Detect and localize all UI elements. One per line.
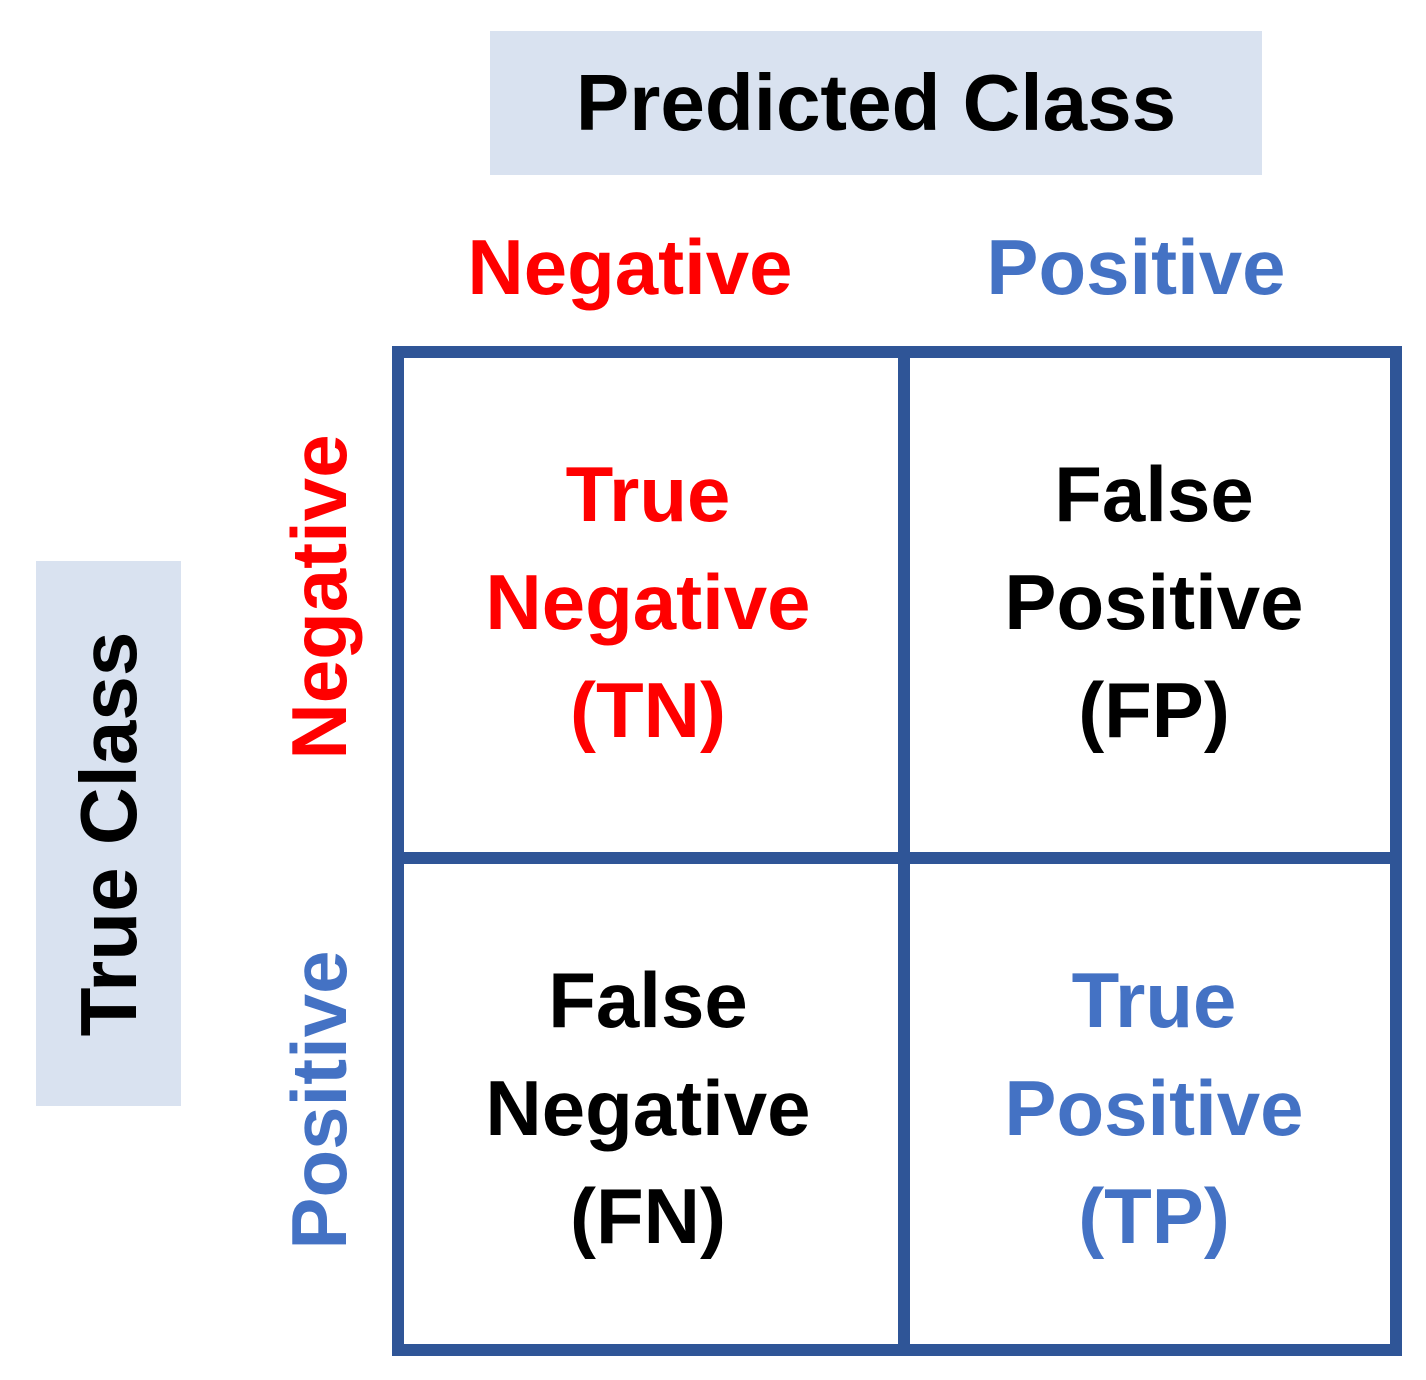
cell-false-negative: False Negative (FN) (408, 868, 888, 1348)
row-label-positive: Positive (275, 950, 363, 1250)
row-label-positive-wrap: Positive (256, 855, 382, 1345)
cell-tn-line1: True (565, 450, 731, 538)
cell-fn-line2: Negative (485, 1064, 811, 1152)
cell-tn-line2: Negative (485, 558, 811, 646)
cell-tn-line3: (TN) (570, 666, 726, 754)
row-label-negative-wrap: Negative (256, 352, 382, 842)
cell-false-positive: False Positive (FP) (914, 362, 1394, 842)
cell-fp-line2: Positive (1004, 558, 1304, 646)
cell-tp-line2: Positive (1004, 1064, 1304, 1152)
cell-tp-line3: (TP) (1078, 1172, 1230, 1260)
column-label-negative: Negative (467, 223, 793, 311)
cell-fn-line3: (FN) (570, 1172, 726, 1260)
cell-fn-line1: False (548, 956, 748, 1044)
row-label-negative: Negative (275, 434, 363, 760)
cell-true-positive: True Positive (TP) (914, 868, 1394, 1348)
confusion-matrix-grid: True Negative (TN) False Positive (FP) F… (392, 346, 1402, 1356)
cell-fp-line1: False (1054, 450, 1254, 538)
grid-vertical-divider (898, 358, 910, 1344)
grid-horizontal-divider (404, 852, 1390, 864)
cell-true-negative: True Negative (TN) (408, 362, 888, 842)
cell-fp-line3: (FP) (1078, 666, 1230, 754)
cell-tp-line1: True (1071, 956, 1237, 1044)
true-class-header: True Class (36, 561, 181, 1106)
predicted-class-header: Predicted Class (490, 31, 1262, 175)
column-label-positive: Positive (986, 223, 1286, 311)
true-class-label: True Class (63, 631, 153, 1036)
predicted-class-label: Predicted Class (575, 58, 1177, 147)
